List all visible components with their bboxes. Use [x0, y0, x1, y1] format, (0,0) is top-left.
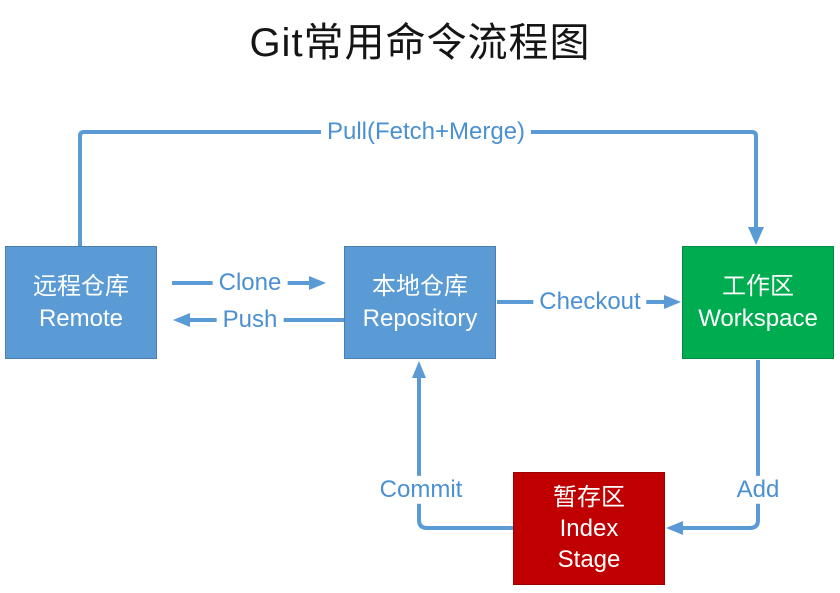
commit-arrow — [412, 361, 513, 530]
edge-label-push: Push — [216, 305, 284, 335]
node-repository-label-en: Repository — [362, 304, 478, 332]
edge-label-add: Add — [730, 475, 786, 505]
edge-label-clone: Clone — [212, 268, 288, 298]
node-index-label-zh: 暂存区 — [553, 483, 625, 511]
node-workspace-label-zh: 工作区 — [722, 273, 794, 301]
node-repository-label-zh: 本地仓库 — [372, 273, 468, 301]
edge-label-checkout: Checkout — [533, 287, 647, 317]
node-index-label-en1: Index — [559, 514, 619, 542]
node-index-label-en2: Stage — [557, 546, 621, 574]
diagram-title: Git常用命令流程图 — [249, 21, 591, 65]
pull-arrow — [78, 130, 764, 246]
node-remote-label-en: Remote — [38, 304, 124, 332]
edge-label-commit: Commit — [373, 475, 469, 505]
node-remote: 远程仓库 Remote — [5, 246, 157, 359]
add-arrow — [666, 360, 760, 535]
node-repository: 本地仓库 Repository — [344, 246, 496, 359]
node-workspace-label-en: Workspace — [698, 304, 818, 332]
node-index: 暂存区 Index Stage — [513, 472, 665, 585]
edge-label-pull: Pull(Fetch+Merge) — [320, 117, 532, 147]
node-remote-label-zh: 远程仓库 — [33, 273, 129, 301]
node-workspace: 工作区 Workspace — [682, 246, 834, 359]
